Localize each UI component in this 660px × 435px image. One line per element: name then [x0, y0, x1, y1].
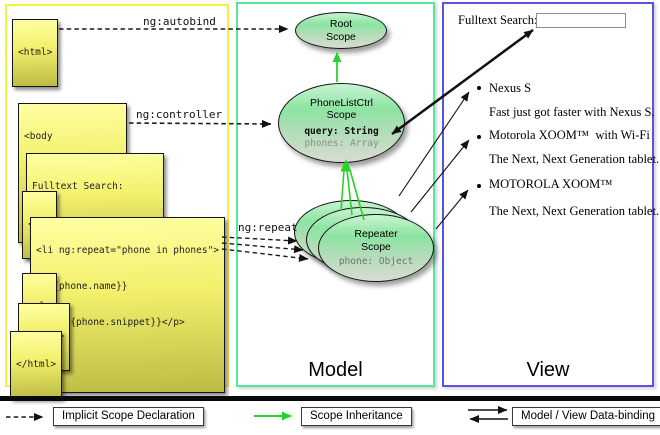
code-box-html-close: </html>: [10, 331, 63, 399]
legend-scope-inheritance: Scope Inheritance: [301, 407, 412, 426]
bullet-icon: [477, 184, 481, 188]
view-item-name: Motorola XOOM™ with Wi-Fi: [489, 128, 650, 142]
view-item-desc: The Next, Next Generation tablet.: [489, 152, 660, 166]
legend-implicit-scope-declaration: Implicit Scope Declaration: [53, 407, 204, 426]
legend-separator-line: [0, 396, 660, 401]
fulltext-search-label: Fulltext Search:: [458, 13, 538, 27]
view-item-name: MOTOROLA XOOM™: [489, 177, 613, 191]
view-panel: View: [442, 2, 654, 387]
view-item-desc: The Next, Next Generation tablet.: [489, 204, 660, 218]
ng-autobind-label: ng:autobind: [143, 15, 216, 28]
root-scope-ellipse: Root Scope: [295, 12, 387, 49]
code-box-html-open: <html>: [12, 19, 59, 87]
phonelistctrl-scope-ellipse: PhoneListCtrl Scope query: String phones…: [278, 83, 405, 163]
repeater-scope-ellipse-front: Repeater Scope phone: Object: [318, 214, 434, 282]
bullet-icon: [477, 135, 481, 139]
view-item-name: Nexus S: [489, 81, 532, 95]
ng-controller-label: ng:controller: [136, 108, 223, 121]
model-panel-label: Model: [308, 359, 363, 381]
model-panel: Model: [236, 2, 435, 387]
code-box-li-repeat: <li ng:repeat="phone in phones"> {{phone…: [30, 217, 226, 393]
fulltext-search-input[interactable]: [536, 13, 626, 28]
view-item-desc: Fast just got faster with Nexus S.: [489, 105, 655, 119]
legend-model-view-data-binding: Model / View Data-binding: [512, 407, 660, 426]
bullet-icon: [477, 86, 481, 90]
view-panel-label: View: [526, 359, 570, 381]
ng-repeat-label: ng:repeat: [238, 221, 298, 234]
